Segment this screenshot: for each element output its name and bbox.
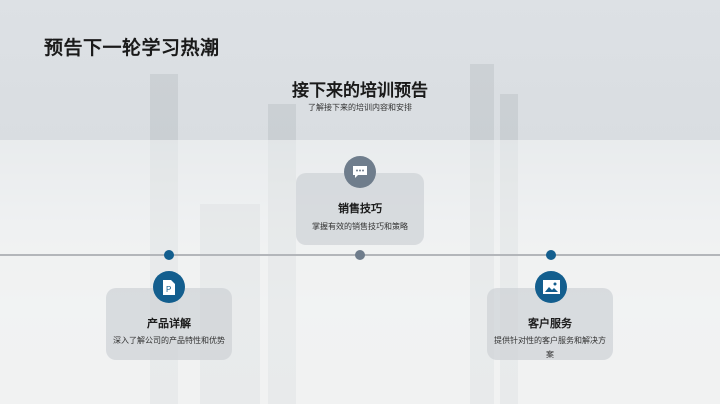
- card-title: 销售技巧: [338, 202, 382, 215]
- page-title: 预告下一轮学习热潮: [44, 37, 220, 59]
- section-description: 了解接下来的培训内容和安排: [308, 103, 412, 112]
- timeline-dot-3: [546, 250, 556, 260]
- timeline-dot-1: [164, 250, 174, 260]
- svg-text:P: P: [166, 285, 171, 294]
- card-title: 产品详解: [147, 317, 191, 330]
- card-description: 掌握有效的销售技巧和策略: [312, 222, 408, 231]
- section-title: 接下来的培训预告: [292, 81, 428, 101]
- document-p-icon: P: [153, 271, 185, 303]
- card-description: 深入了解公司的产品特性和优势: [113, 336, 225, 345]
- timeline-dot-2: [355, 250, 365, 260]
- card-description: 提供针对性的客户服务和解决方案: [494, 336, 606, 359]
- card-title: 客户服务: [528, 317, 572, 330]
- image-icon: [535, 271, 567, 303]
- chat-bubble-icon: [344, 156, 376, 188]
